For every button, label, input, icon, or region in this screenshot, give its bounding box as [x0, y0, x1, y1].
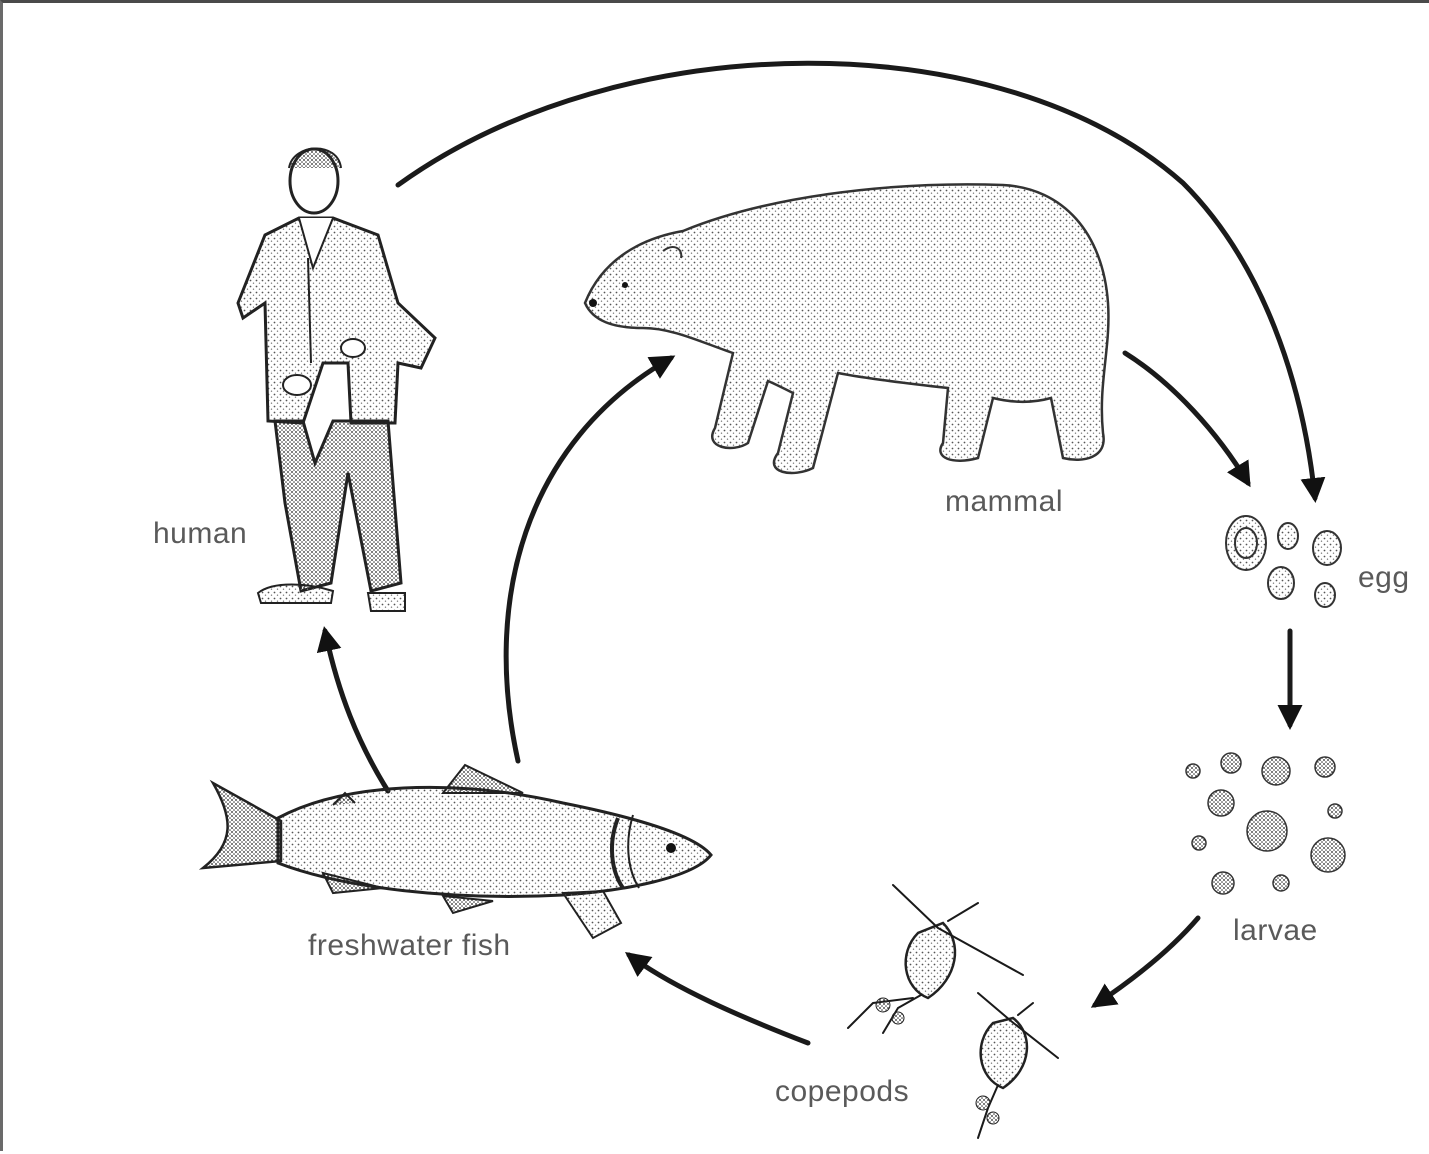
life-cycle-diagram: human mammal egg larvae [3, 3, 1429, 1154]
freshwater-fish-illustration [203, 765, 711, 938]
label-egg: egg [1358, 561, 1410, 594]
arrow-mammal-to-egg [1125, 353, 1248, 483]
arrow-fish-to-mammal [506, 358, 671, 761]
arrow-copepods-to-fish [629, 955, 808, 1043]
egg-cluster-illustration [1226, 516, 1341, 607]
larvae-cluster-illustration [1186, 753, 1345, 894]
label-copepods: copepods [775, 1075, 909, 1108]
label-larvae: larvae [1233, 914, 1318, 947]
label-freshwater-fish: freshwater fish [308, 929, 511, 962]
arrow-larvae-to-copepods [1095, 918, 1198, 1005]
human-illustration [238, 148, 435, 611]
polar-bear-illustration [585, 184, 1108, 473]
arrow-fish-to-human [325, 631, 388, 791]
label-human: human [153, 517, 247, 550]
label-mammal: mammal [945, 485, 1063, 518]
